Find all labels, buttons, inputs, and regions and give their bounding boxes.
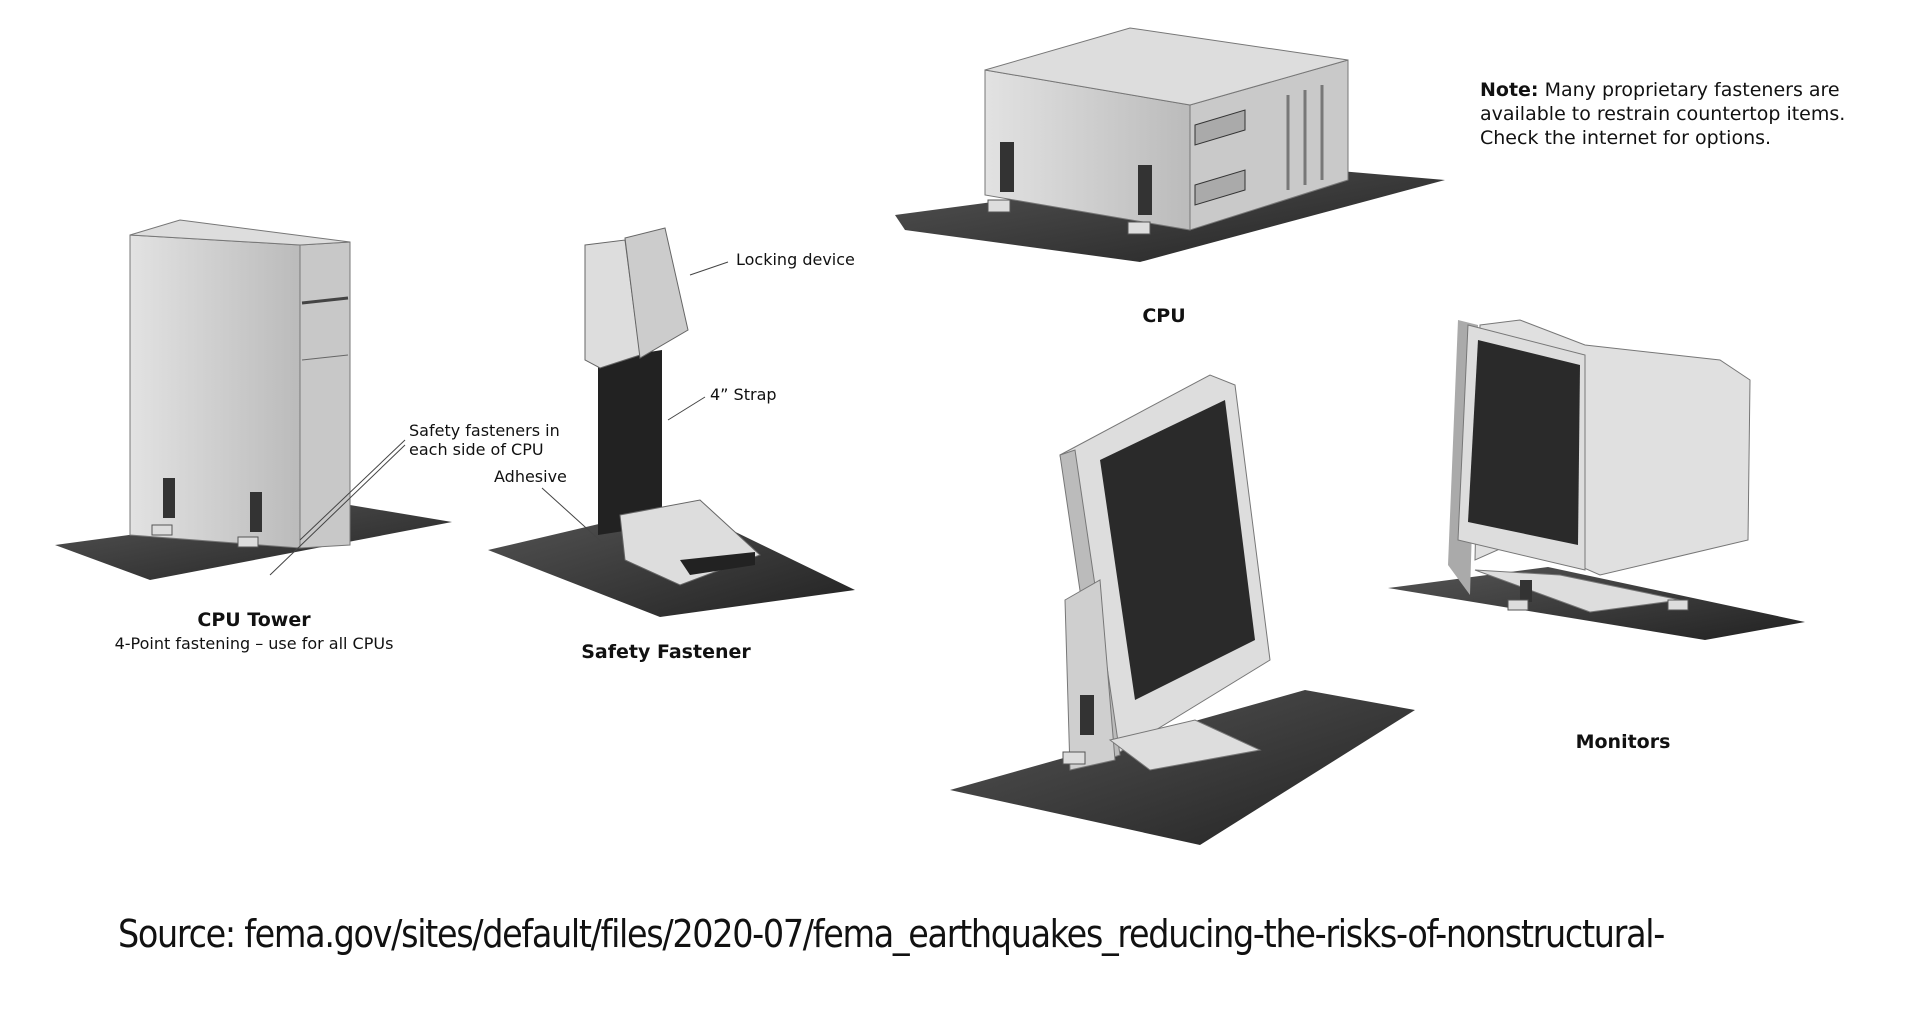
note-text: Note: Many proprietary fasteners are ava… <box>1480 78 1845 150</box>
caption-cpu-tower: CPU Tower <box>197 609 311 631</box>
note-line-1: Many proprietary fasteners are <box>1544 79 1840 101</box>
cpu-tower-drawing <box>55 219 452 580</box>
safety-fastener-drawing <box>488 227 855 617</box>
callout-line-1: Safety fasteners in <box>409 421 560 440</box>
caption-monitors: Monitors <box>1575 731 1671 753</box>
callout-safety-fasteners: Safety fasteners in each side of CPU <box>409 421 560 459</box>
flat-monitor-drawing <box>950 374 1415 845</box>
callout-line-2: each side of CPU <box>409 440 544 459</box>
caption-cpu-tower-sub: 4-Point fastening – use for all CPUs <box>114 634 394 653</box>
callout-adhesive: Adhesive <box>494 467 567 486</box>
note-line-2: available to restrain countertop items. <box>1480 103 1846 125</box>
callout-strap: 4” Strap <box>710 385 777 404</box>
note-label: Note: <box>1480 79 1539 101</box>
source-citation: Source: fema.gov/sites/default/files/202… <box>118 912 1665 956</box>
caption-safety-fastener: Safety Fastener <box>581 641 751 663</box>
note-line-3: Check the internet for options. <box>1480 127 1772 149</box>
cpu-drawing <box>895 27 1445 262</box>
caption-cpu: CPU <box>1142 305 1186 327</box>
callout-locking-device: Locking device <box>736 250 855 269</box>
crt-monitor-drawing <box>1388 319 1805 640</box>
